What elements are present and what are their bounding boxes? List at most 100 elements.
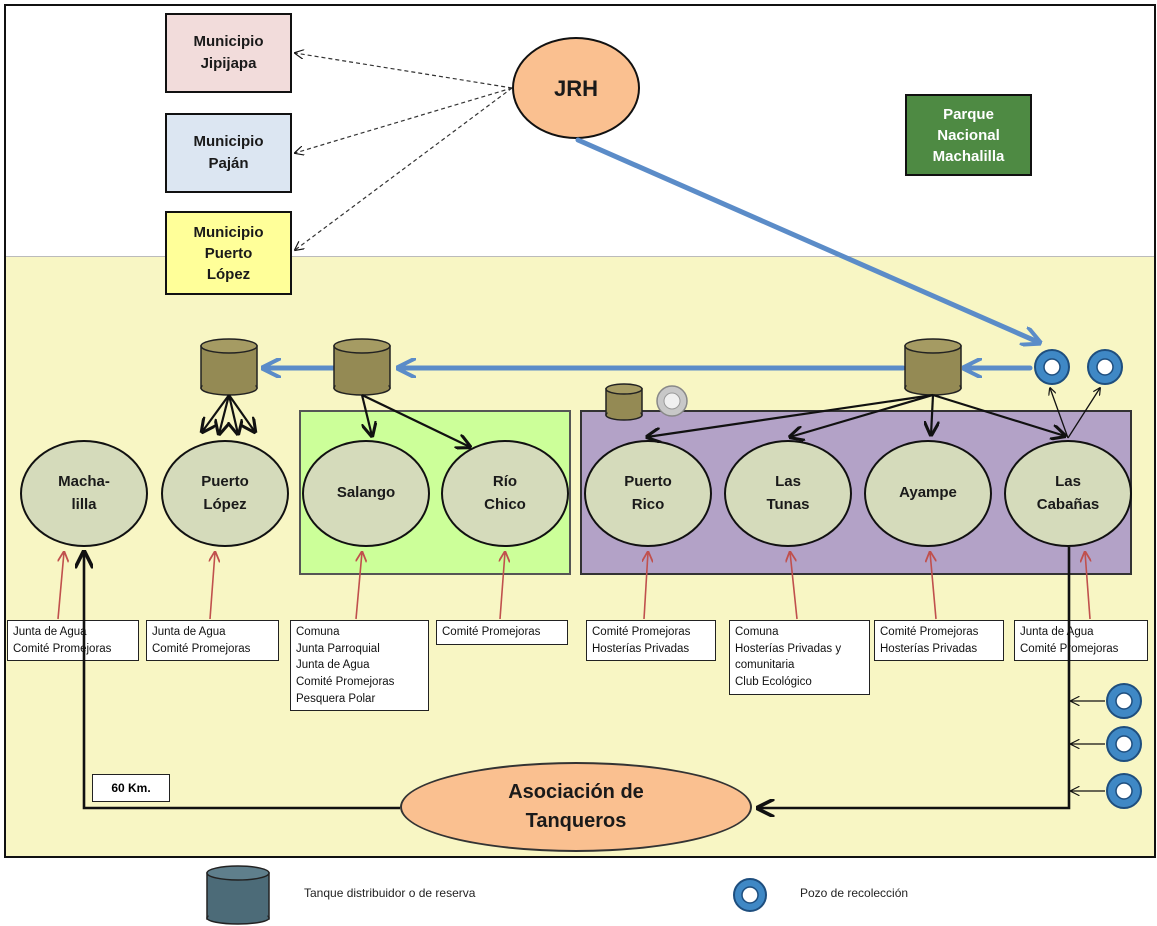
org-arrow-machalilla: [57, 552, 64, 620]
note-las-tunas-line1: Comuna: [735, 626, 779, 638]
community-las-cabanas-line2: Cabañas: [1036, 495, 1100, 513]
note-las-tunas: Comuna Hosterías Privadas y comunitaria …: [729, 620, 870, 695]
community-salango: Salango: [302, 440, 430, 547]
community-puerto-lopez-line2: López: [203, 495, 247, 513]
tank1-to-pl-arrow-3: [229, 394, 238, 434]
jrh-municipio-links: [295, 53, 513, 250]
well-puerto-rico-gray: [656, 385, 688, 417]
jrh-node: JRH: [512, 37, 640, 139]
community-puerto-rico-line2: Rico: [631, 495, 665, 513]
legend-well-label: Pozo de recolección: [800, 886, 909, 900]
community-las-cabanas: Las Cabañas: [1004, 440, 1132, 547]
note-rio-chico: Comité Promejoras: [436, 620, 568, 645]
community-las-tunas-line1: Las: [775, 473, 801, 490]
tank-las-cabanas: [904, 338, 962, 396]
municipio-pajan-line2: Paján: [208, 155, 249, 172]
tank1-to-pl-arrow-2: [219, 394, 231, 434]
jrh-to-jipijapa-arrow: [295, 53, 513, 89]
jrh-to-well-arrow: [575, 137, 1038, 342]
community-salango-line1: Salango: [336, 484, 396, 502]
note-las-cabanas-line1: Junta de Agua: [1020, 626, 1094, 638]
tank2-to-rio-chico-arrow: [361, 394, 470, 447]
cabanas-to-well1-arrow: [1050, 388, 1069, 439]
note-salango-line2: Junta Parroquial: [296, 642, 380, 655]
tank-puerto-lopez: [200, 338, 258, 396]
community-machalilla-line2: lilla: [71, 495, 97, 513]
community-las-cabanas-line1: Las: [1055, 473, 1081, 490]
well-side-3: [1106, 773, 1142, 809]
community-machalilla-line1: Macha-: [58, 473, 110, 490]
community-puerto-lopez-line1: Puerto: [201, 473, 249, 490]
note-salango-line1: Comuna: [296, 626, 340, 638]
note-las-tunas-line3: comunitaria: [735, 659, 795, 672]
org-arrow-las-tunas: [790, 552, 798, 620]
note-salango-line5: Pesquera Polar: [296, 692, 376, 705]
note-salango-line3: Junta de Agua: [296, 659, 370, 672]
legend-tank-label: Tanque distribuidor o de reserva: [304, 886, 476, 900]
asociacion-line2: Tanqueros: [525, 810, 627, 832]
well-top-2: [1087, 349, 1123, 385]
cabanas-to-well2-arrow: [1067, 388, 1100, 439]
note-salango: Comuna Junta Parroquial Junta de Agua Co…: [290, 620, 429, 712]
tank3-to-puerto-rico-arrow: [647, 393, 934, 437]
community-machalilla: Macha- lilla: [20, 440, 148, 547]
municipio-jipijapa-line1: Municipio: [193, 33, 264, 51]
org-arrow-salango: [355, 552, 362, 620]
note-las-tunas-line2: Hosterías Privadas y: [735, 642, 842, 655]
cabanas-to-asociacion-route: [758, 547, 1071, 808]
community-las-tunas: Las Tunas: [724, 440, 852, 547]
note-las-tunas-line4: Club Ecológico: [735, 676, 812, 689]
municipio-puerto-lopez-line3: López: [206, 265, 251, 283]
municipio-jipijapa-box: Municipio Jipijapa: [165, 13, 292, 93]
tank3-to-las-cabanas-arrow: [932, 393, 1065, 436]
legend-well-icon: [733, 878, 767, 912]
community-puerto-rico-line1: Puerto: [624, 473, 672, 490]
note-puerto-lopez-line2: Comité Promejoras: [152, 642, 251, 655]
cabanas-to-wells-arrows: [1050, 388, 1100, 439]
note-machalilla: Junta de Agua Comité Promejoras: [7, 620, 139, 662]
note-ayampe-line1: Comité Promejoras: [880, 626, 979, 638]
tank3-to-ayampe-arrow: [931, 394, 933, 435]
community-rio-chico: Río Chico: [441, 440, 569, 547]
note-puerto-lopez-line1: Junta de Agua: [152, 626, 226, 638]
well-side-1: [1106, 683, 1142, 719]
tanker-route: [84, 547, 1071, 808]
parque-line3: Machalilla: [932, 147, 1005, 165]
note-ayampe: Comité Promejoras Hosterías Privadas: [874, 620, 1004, 662]
org-arrow-puerto-rico: [644, 552, 648, 620]
note-machalilla-line2: Comité Promejoras: [13, 642, 112, 655]
distance-text: 60 Km.: [111, 781, 151, 795]
tank1-to-pl-arrow-1: [202, 394, 230, 432]
note-puerto-rico: Comité Promejoras Hosterías Privadas: [586, 620, 716, 662]
note-puerto-rico-line1: Comité Promejoras: [592, 626, 691, 638]
tank2-to-salango-arrow: [360, 394, 372, 436]
municipio-puerto-lopez-box: Municipio Puerto López: [165, 211, 292, 295]
org-arrow-ayampe: [930, 552, 937, 620]
community-las-tunas-line2: Tunas: [766, 495, 810, 513]
well-top-1: [1034, 349, 1070, 385]
community-puerto-lopez: Puerto López: [161, 440, 289, 547]
tank3-to-las-tunas-arrow: [790, 393, 934, 437]
asociacion-line1: Asociación de: [508, 781, 644, 803]
blue-water-flow: [265, 137, 1038, 368]
note-puerto-lopez: Junta de Agua Comité Promejoras: [146, 620, 279, 662]
municipio-puerto-lopez-line2: Puerto: [204, 244, 253, 262]
note-machalilla-line1: Junta de Agua: [13, 626, 87, 638]
distance-label: 60 Km.: [92, 774, 170, 802]
tank-puerto-rico-small: [605, 383, 643, 421]
parque-line2: Nacional: [937, 126, 1000, 144]
wells-to-route-arrows: [1071, 701, 1105, 791]
note-salango-line4: Comité Promejoras: [296, 676, 395, 689]
well-side-2: [1106, 726, 1142, 762]
community-ayampe-line1: Ayampe: [899, 484, 957, 502]
parque-machalilla-box: Parque Nacional Machalilla: [905, 94, 1032, 176]
jrh-label: JRH: [553, 75, 598, 101]
organization-arrows: [57, 552, 1090, 620]
municipio-puerto-lopez-line1: Municipio: [193, 223, 264, 241]
tank-distribution-arrows: [202, 393, 1065, 447]
legend-tank-icon: [206, 865, 270, 925]
community-rio-chico-line1: Río: [492, 473, 518, 490]
parque-line1: Parque: [943, 105, 994, 123]
